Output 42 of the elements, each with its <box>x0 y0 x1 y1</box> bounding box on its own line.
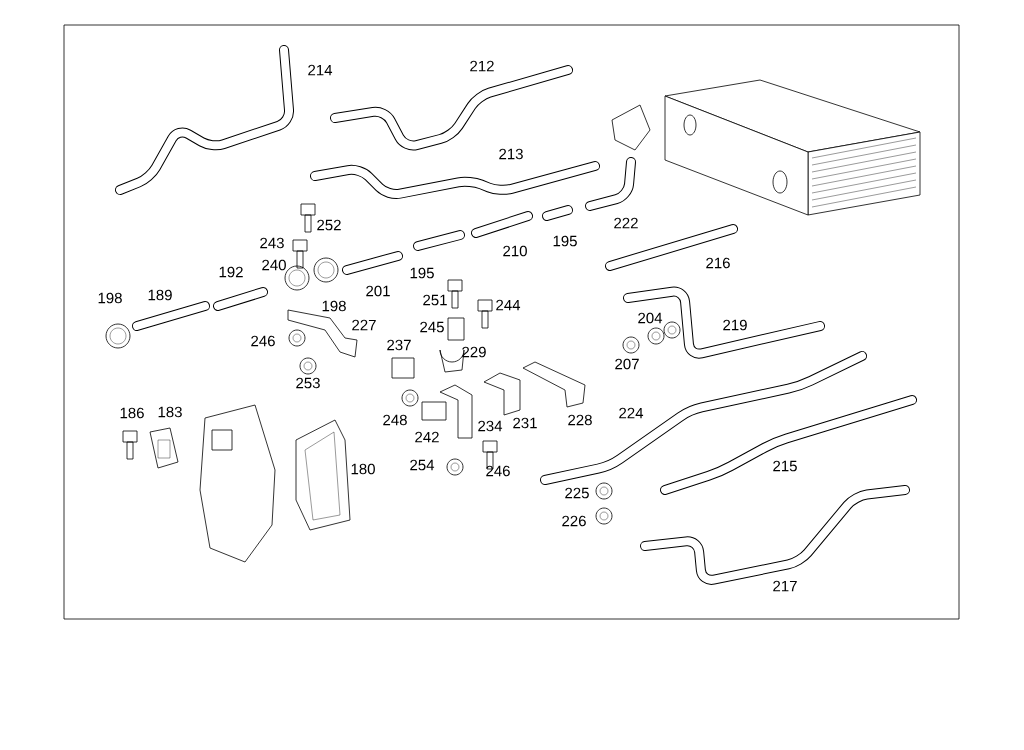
callout-number: 216 <box>706 257 730 269</box>
callout-number: 212 <box>470 60 494 72</box>
callout-number: 226 <box>562 515 586 527</box>
callout-number: 192 <box>219 266 243 278</box>
callout-number: 229 <box>462 346 486 358</box>
callout-number: 204 <box>638 312 663 324</box>
callout-number: 198 <box>98 292 122 304</box>
callout-number: 246 <box>486 465 510 477</box>
callout-number: 215 <box>773 460 797 472</box>
callout-number: 210 <box>503 245 527 257</box>
callout-number: 219 <box>723 319 747 331</box>
callout-number: 224 <box>619 407 644 419</box>
callout-number: 253 <box>296 377 320 389</box>
callout-number: 254 <box>410 459 435 471</box>
callout-number: 234 <box>478 420 503 432</box>
callout-number: 225 <box>565 487 589 499</box>
callout-number: 217 <box>773 580 797 592</box>
callout-number: 248 <box>383 414 407 426</box>
callout-number: 237 <box>387 339 411 351</box>
callout-number: 214 <box>308 64 333 76</box>
callout-number: 207 <box>615 358 639 370</box>
callout-number: 244 <box>496 299 521 311</box>
callout-number: 231 <box>513 417 537 429</box>
callout-number: 189 <box>148 289 172 301</box>
callout-number: 245 <box>420 321 444 333</box>
callout-number: 201 <box>366 285 390 297</box>
callout-number: 252 <box>317 219 341 231</box>
callout-number: 180 <box>351 463 375 475</box>
callout-number: 227 <box>352 319 376 331</box>
callout-number: 246 <box>251 335 275 347</box>
callout-number: 222 <box>614 217 638 229</box>
callout-number: 213 <box>499 148 523 160</box>
callout-number: 240 <box>262 259 286 271</box>
callout-number: 195 <box>410 267 434 279</box>
callout-number: 195 <box>553 235 577 247</box>
callout-number: 242 <box>415 431 439 443</box>
callout-number: 186 <box>120 407 144 419</box>
callout-number: 183 <box>158 406 182 418</box>
callout-number: 198 <box>322 300 346 312</box>
callout-number: 228 <box>568 414 592 426</box>
callout-number: 251 <box>423 294 447 306</box>
callout-number: 243 <box>260 237 284 249</box>
